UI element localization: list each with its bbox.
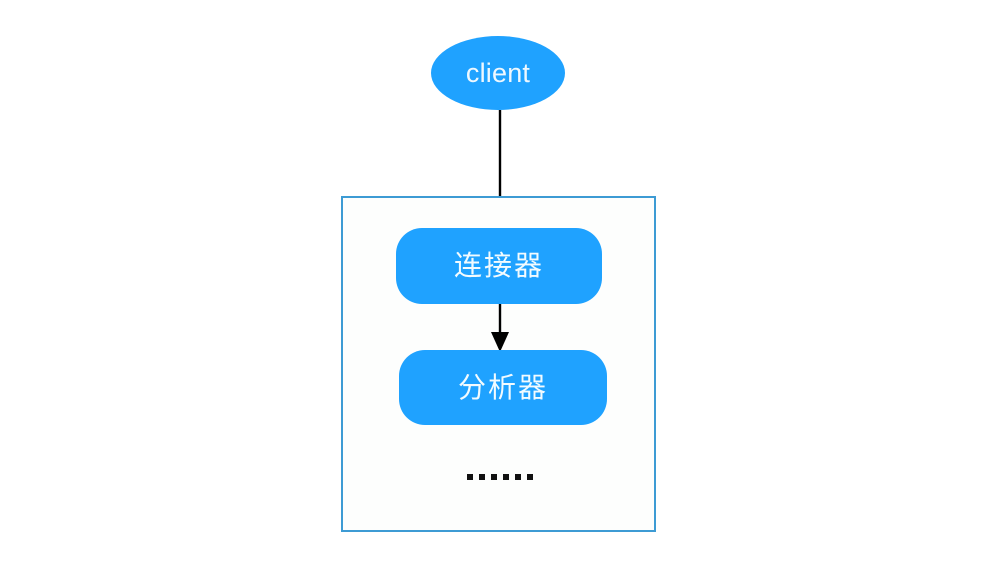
node-analyzer[interactable]: 分析器 xyxy=(399,350,607,425)
ellipsis-dot xyxy=(515,474,521,480)
ellipsis-dot xyxy=(467,474,473,480)
ellipsis-dot xyxy=(491,474,497,480)
node-client[interactable]: client xyxy=(431,36,565,110)
node-client-label: client xyxy=(465,57,531,88)
node-connector[interactable]: 连接器 xyxy=(396,228,602,304)
node-analyzer-label: 分析器 xyxy=(457,371,548,403)
ellipsis-dot xyxy=(527,474,533,480)
ellipsis-dot xyxy=(503,474,509,480)
ellipsis-indicator: …… xyxy=(440,463,560,491)
ellipsis-label: …… xyxy=(500,477,501,478)
ellipsis-dot xyxy=(479,474,485,480)
node-connector-label: 连接器 xyxy=(453,250,544,281)
